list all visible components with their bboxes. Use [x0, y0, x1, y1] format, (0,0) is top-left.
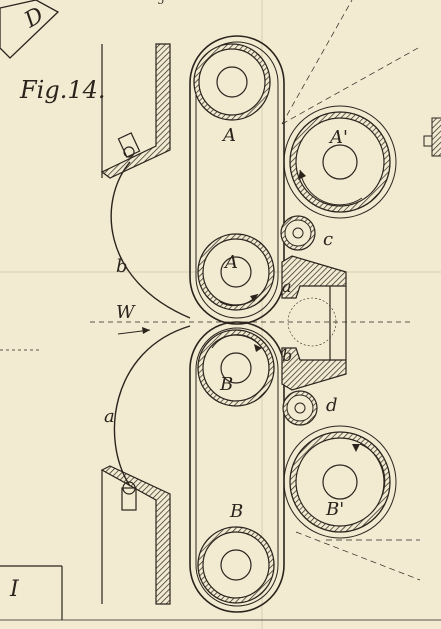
pulley-A-top	[193, 43, 271, 121]
lower-belt-inner	[195, 327, 279, 607]
upper-bracket	[100, 43, 171, 179]
construction-lines	[281, 0, 421, 581]
upper-belt-loop	[189, 35, 285, 325]
belt-b-curve	[110, 161, 191, 319]
pulley-B-bottom	[197, 526, 275, 604]
label-A-mid: A	[223, 252, 238, 273]
label-point-a: a	[282, 277, 292, 296]
label-B-prime: B'	[325, 499, 344, 520]
label-small-d: d	[326, 395, 338, 416]
label-A-top: A	[221, 125, 236, 146]
small-roller-d	[282, 390, 318, 426]
upper-belt-inner	[195, 41, 279, 319]
web-path	[0, 321, 410, 351]
figure-title: Fig.14.	[19, 76, 106, 104]
corner-letter-box: D	[0, 0, 60, 59]
pulley-B-mid	[197, 329, 275, 407]
lower-bracket	[100, 465, 171, 605]
roller-B-prime	[283, 425, 397, 539]
label-web-W: W	[116, 302, 136, 323]
central-housing	[281, 255, 347, 391]
top-fragment: 5	[158, 0, 164, 7]
pulley-A-mid	[197, 233, 275, 311]
label-B-mid: B	[219, 374, 233, 395]
bottom-left-label: I	[9, 577, 20, 602]
label-small-c: c	[323, 229, 333, 250]
small-roller-c	[280, 215, 316, 251]
roller-A-prime	[283, 105, 397, 219]
label-A-prime: A'	[328, 127, 348, 148]
right-edge-fragment	[423, 117, 441, 157]
label-belt-b: b	[116, 256, 128, 277]
belt-a-curve	[113, 325, 191, 487]
label-belt-a: a	[104, 406, 115, 427]
label-point-b: b	[282, 346, 292, 365]
bottom-left-box	[0, 565, 441, 621]
label-B-bottom: B	[229, 501, 243, 522]
